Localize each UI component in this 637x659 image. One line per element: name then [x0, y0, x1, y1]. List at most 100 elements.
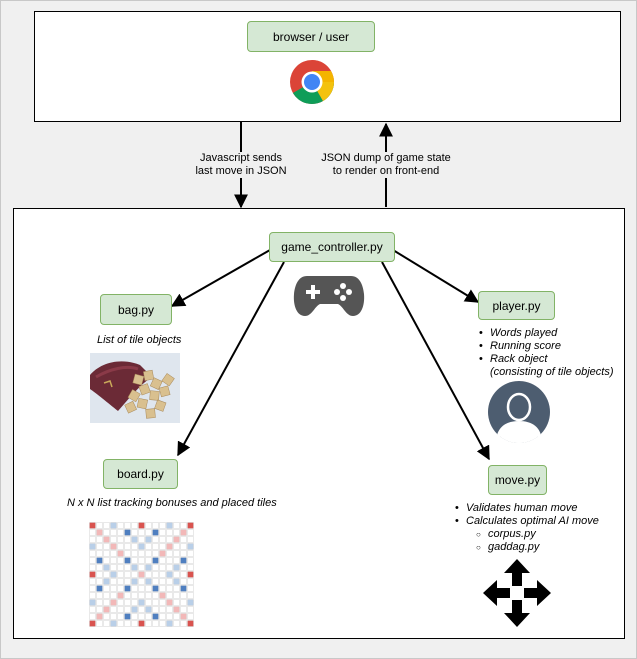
board-square [138, 550, 145, 557]
board-square [180, 592, 187, 599]
board-square [96, 550, 103, 557]
board-square [187, 543, 194, 550]
board-square [96, 613, 103, 620]
arrow-to-move [381, 261, 490, 461]
player-node: player.py [478, 291, 555, 320]
board-square [124, 592, 131, 599]
move-node: move.py [488, 465, 547, 495]
board-square [138, 522, 145, 529]
board-square [117, 592, 124, 599]
board-square [110, 599, 117, 606]
board-square [96, 585, 103, 592]
board-square [166, 606, 173, 613]
move-item-optimal: Calculates optimal AI move [450, 515, 599, 528]
board-square [187, 578, 194, 585]
arrow-to-board [177, 261, 285, 457]
board-square [152, 620, 159, 627]
board-square [173, 536, 180, 543]
board-square [110, 585, 117, 592]
board-square [166, 536, 173, 543]
board-square [166, 529, 173, 536]
board-square [110, 620, 117, 627]
board-square [131, 571, 138, 578]
move-subitem-corpus: corpus.py [450, 528, 599, 541]
board-square [138, 571, 145, 578]
board-square [173, 564, 180, 571]
board-square [103, 522, 110, 529]
board-square [96, 592, 103, 599]
board-square [103, 606, 110, 613]
board-square [173, 585, 180, 592]
board-square [187, 585, 194, 592]
board-square [89, 599, 96, 606]
board-square [131, 557, 138, 564]
board-square [124, 550, 131, 557]
board-square [103, 564, 110, 571]
board-square [117, 564, 124, 571]
board-square [180, 564, 187, 571]
board-square [152, 585, 159, 592]
board-square [145, 522, 152, 529]
board-square [117, 585, 124, 592]
board-square [110, 550, 117, 557]
board-square [96, 557, 103, 564]
board-square [159, 536, 166, 543]
board-square [138, 529, 145, 536]
board-square [117, 543, 124, 550]
board-square [173, 522, 180, 529]
board-square [145, 557, 152, 564]
board-square [117, 599, 124, 606]
board-square [166, 543, 173, 550]
board-square [96, 564, 103, 571]
board-square [180, 522, 187, 529]
board-square [173, 550, 180, 557]
board-square [166, 578, 173, 585]
board-square [166, 620, 173, 627]
board-square [145, 529, 152, 536]
user-avatar-icon [488, 381, 550, 443]
player-attributes-list: Words played Running score Rack object (… [474, 327, 614, 379]
board-square [187, 599, 194, 606]
board-square [131, 536, 138, 543]
board-square [166, 522, 173, 529]
board-square [152, 564, 159, 571]
board-square [131, 592, 138, 599]
board-square [89, 557, 96, 564]
board-square [96, 620, 103, 627]
board-square [110, 564, 117, 571]
board-square [173, 613, 180, 620]
board-square [96, 522, 103, 529]
board-square [117, 529, 124, 536]
board-square [159, 585, 166, 592]
board-square [173, 620, 180, 627]
arrow-to-bag [170, 249, 271, 307]
board-square [152, 557, 159, 564]
board-square [145, 592, 152, 599]
board-square [180, 620, 187, 627]
board-square [124, 536, 131, 543]
board-description: N x N list tracking bonuses and placed t… [67, 497, 277, 509]
board-square [180, 606, 187, 613]
board-square [145, 564, 152, 571]
board-square [159, 578, 166, 585]
board-square [103, 543, 110, 550]
four-way-arrows-icon [483, 559, 551, 627]
board-square [159, 564, 166, 571]
board-square [110, 578, 117, 585]
board-square [96, 536, 103, 543]
board-square [89, 543, 96, 550]
board-square [89, 529, 96, 536]
board-square [89, 578, 96, 585]
board-square [124, 613, 131, 620]
board-square [187, 536, 194, 543]
scrabble-tile-bag-photo [90, 353, 180, 423]
board-square [173, 557, 180, 564]
board-square [166, 557, 173, 564]
board-square [103, 536, 110, 543]
board-square [159, 620, 166, 627]
chrome-icon [290, 60, 334, 104]
board-square [180, 571, 187, 578]
board-square [89, 613, 96, 620]
board-square [152, 522, 159, 529]
board-square [159, 571, 166, 578]
